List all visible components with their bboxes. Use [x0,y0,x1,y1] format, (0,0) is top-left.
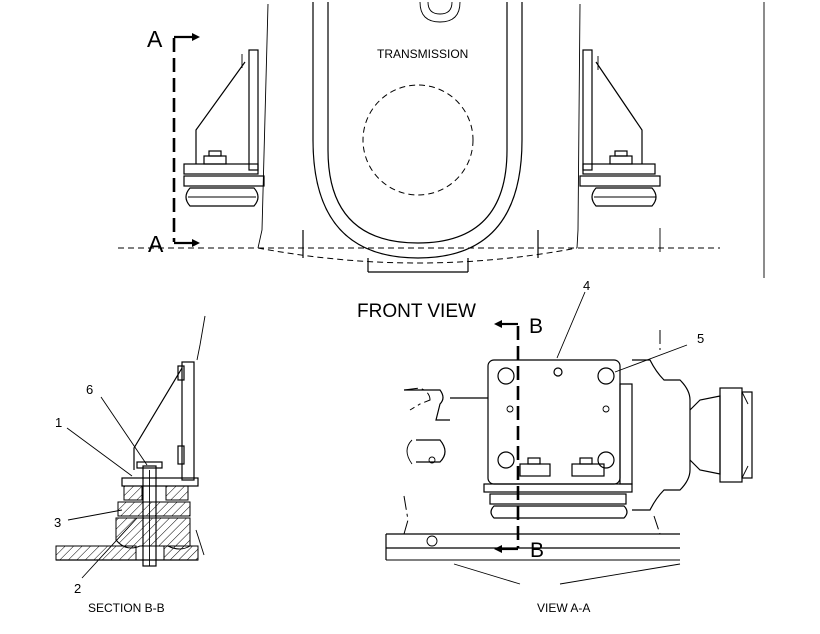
transmission-label: TRANSMISSION [377,47,468,61]
view-a-a [385,330,753,585]
right-mount [579,49,661,207]
callout-6: 6 [86,382,93,397]
transmission-housing [257,1,581,273]
callout-5: 5 [697,331,704,346]
view-a-a-title: VIEW A-A [537,601,590,615]
section-b-cutting-plane [494,320,520,553]
left-mount [183,49,265,207]
view-a-a-leaders [556,291,688,373]
frame-centerline [118,2,765,278]
section-a-bottom-label: A [148,231,164,257]
callout-2: 2 [74,581,81,596]
section-b-b-leaders [66,396,148,579]
front-view-title: FRONT VIEW [357,301,476,322]
section-b-b [55,315,206,567]
section-b-b-title: SECTION B-B [88,601,165,615]
section-b-bottom-label: B [530,539,544,562]
callout-3: 3 [54,515,61,530]
callout-1: 1 [55,415,62,430]
section-a-top-label: A [147,26,163,52]
front-view: A A TRANSMISSION [118,1,765,278]
callout-4: 4 [583,278,590,293]
section-b-top-label: B [529,315,543,338]
section-a-cutting-plane [172,33,200,247]
